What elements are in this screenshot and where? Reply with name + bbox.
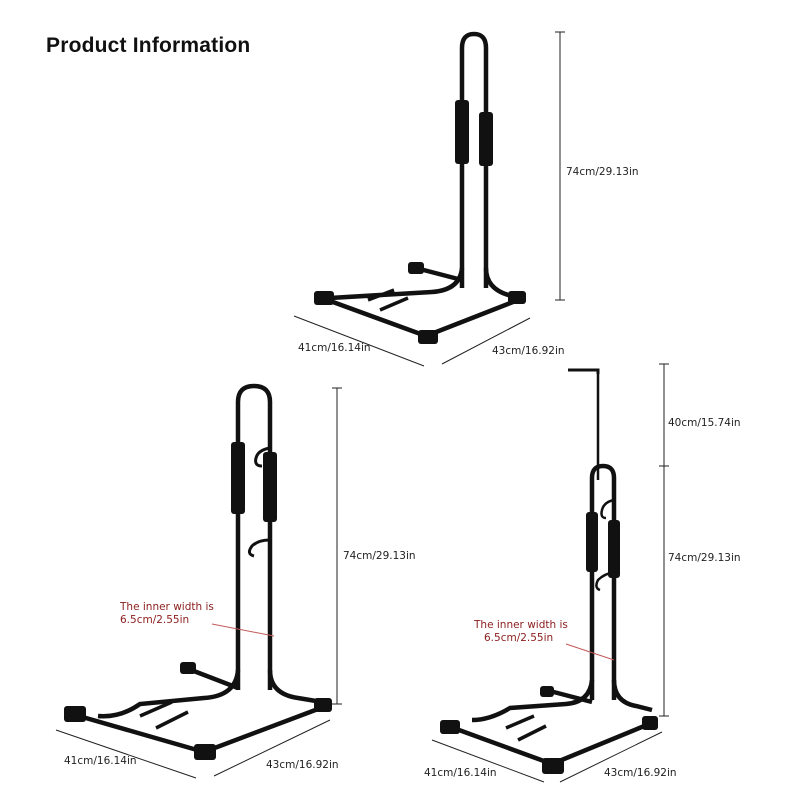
end-cap (542, 758, 564, 774)
page-title: Product Information (46, 34, 251, 57)
depth-label: 41cm/16.14in (64, 755, 137, 767)
extension-top-hook (568, 368, 600, 374)
end-cap (64, 706, 86, 722)
stand-front-bar (321, 295, 427, 339)
width-dimension-line (213, 719, 331, 777)
width-label: 43cm/16.92in (266, 759, 339, 771)
inner-width-note-line2: 6.5cm/2.55in (120, 614, 189, 626)
inner-width-note-line1: The inner width is (473, 619, 568, 631)
bike-stand-with-extension: The inner width is 6.5cm/2.55in 40cm/15.… (424, 363, 741, 783)
foam-grip-left (231, 442, 245, 514)
bike-stand-with-hooks: The inner width is 6.5cm/2.55in 74cm/29.… (55, 383, 416, 779)
depth-label: 41cm/16.14in (424, 767, 497, 779)
stand-leg-right (483, 267, 513, 299)
foam-grip-right (479, 112, 493, 166)
stand-front-bar (71, 711, 205, 755)
end-cap (314, 291, 334, 305)
stand-leg-left (97, 669, 241, 719)
wheel-hook (247, 538, 271, 558)
height-label: 74cm/29.13in (343, 550, 416, 562)
foam-grip-right (608, 520, 620, 578)
width-label: 43cm/16.92in (492, 345, 565, 357)
height-label: 74cm/29.13in (566, 166, 639, 178)
stand-rung-2 (155, 710, 189, 730)
stand-rung-2 (379, 296, 409, 312)
depth-dimension-line (431, 739, 545, 783)
stand-side-bar (551, 719, 655, 767)
width-dimension-line (441, 317, 531, 365)
foam-grip-left (586, 512, 598, 572)
end-cap (440, 720, 460, 734)
stand-leg-left (329, 267, 465, 301)
depth-label: 41cm/16.14in (298, 342, 371, 354)
wheel-hook (600, 498, 615, 520)
inner-width-leader (211, 623, 275, 637)
stand-side-bar (203, 703, 327, 755)
foam-grip-right (263, 452, 277, 522)
extension-label: 40cm/15.74in (668, 417, 741, 429)
end-cap (418, 330, 438, 344)
depth-dimension-line (293, 315, 425, 367)
stand-rung-1 (139, 700, 173, 718)
stand-rung-1 (367, 288, 395, 302)
wheel-hook (595, 570, 615, 592)
end-cap (194, 744, 216, 760)
end-cap (540, 686, 554, 697)
end-cap (508, 291, 526, 304)
stand-front-bar (447, 723, 553, 767)
wheel-hook (254, 446, 271, 468)
stand-rung-1 (505, 714, 535, 730)
inner-width-leader (565, 643, 615, 661)
width-dimension-line (559, 731, 663, 783)
end-cap (642, 716, 658, 730)
inner-width-note-line1: The inner width is (119, 601, 214, 613)
stand-upright-loop (589, 463, 617, 700)
inner-width-note-line2: 6.5cm/2.55in (484, 632, 553, 644)
bike-stand-basic: 74cm/29.13in 41cm/16.14in 43cm/16.92in (293, 31, 639, 367)
stand-leg-left (471, 679, 595, 723)
stand-rung-2 (517, 724, 547, 742)
width-label: 43cm/16.92in (604, 767, 677, 779)
stand-side-bar (425, 297, 519, 339)
height-label: 74cm/29.13in (668, 552, 741, 564)
stand-leg-right (611, 679, 653, 713)
depth-dimension-line (55, 729, 197, 779)
end-cap (180, 662, 196, 674)
stand-upright-loop (459, 31, 489, 288)
foam-grip-left (455, 100, 469, 164)
stand-leg-right (267, 669, 323, 705)
end-cap (314, 698, 332, 712)
stand-upright-loop (235, 383, 273, 690)
end-cap (408, 262, 424, 274)
